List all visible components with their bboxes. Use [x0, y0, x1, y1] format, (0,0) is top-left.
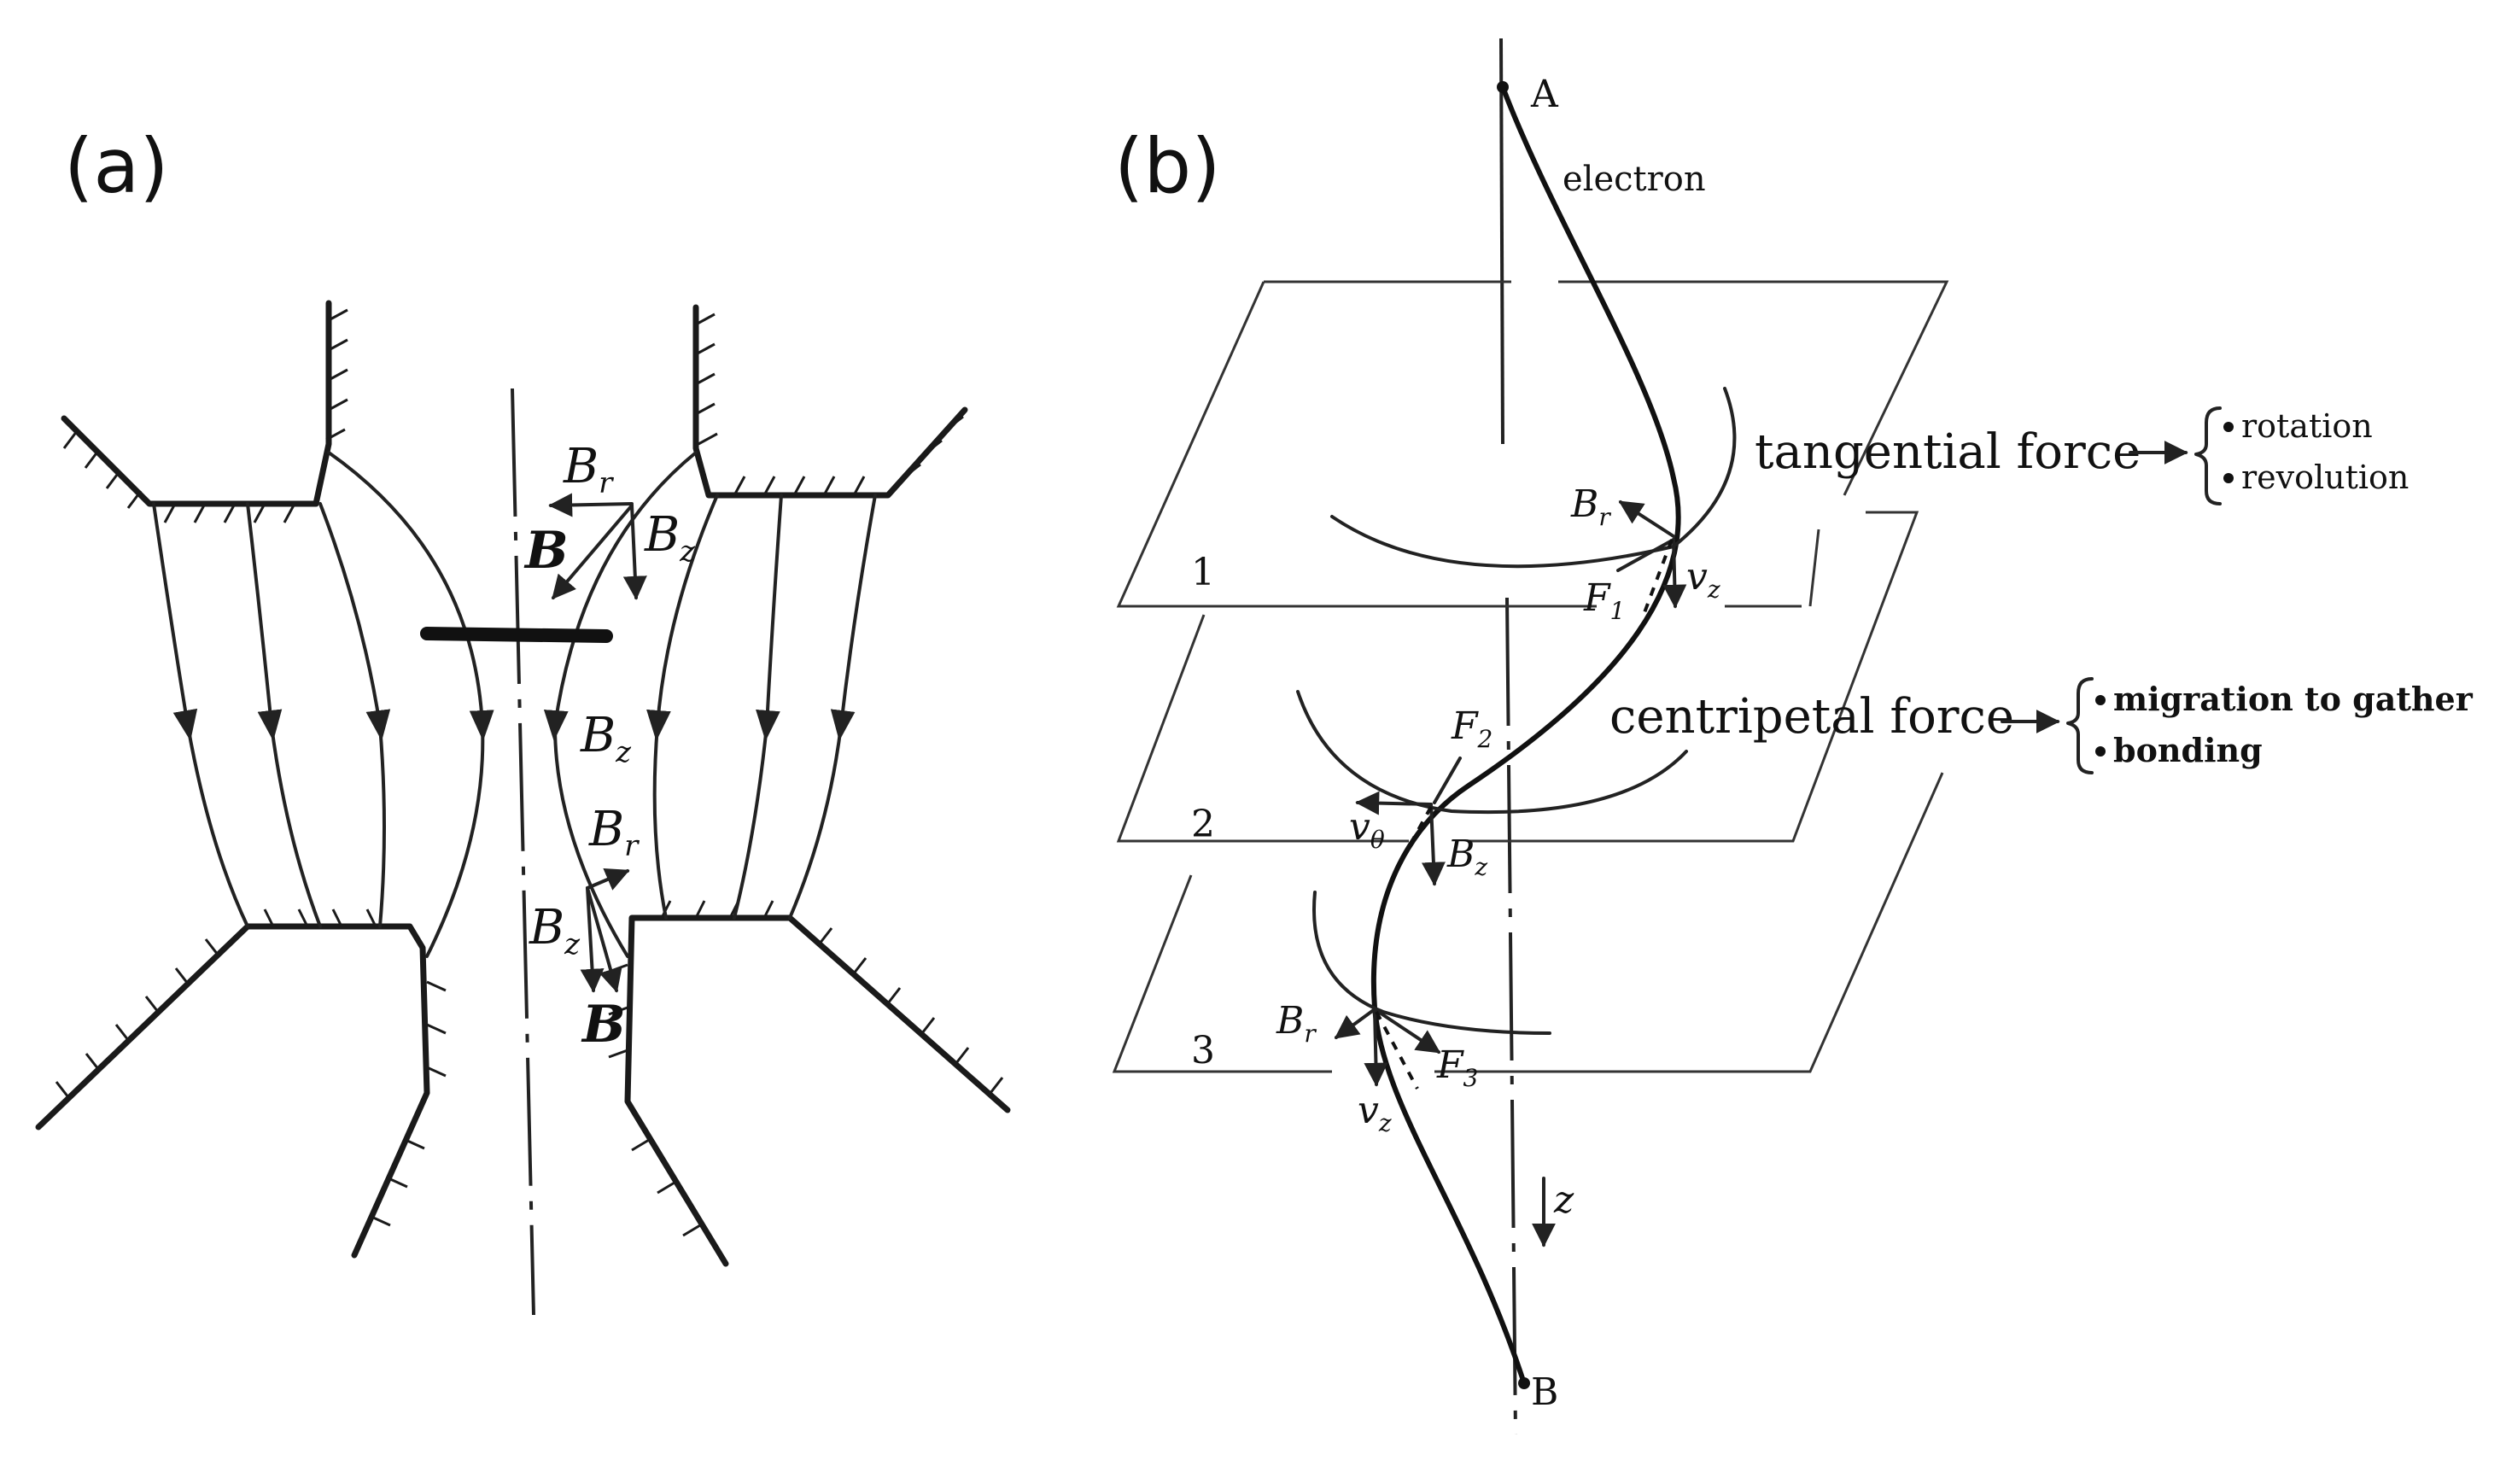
plane-1-f-arrow [1616, 538, 1675, 572]
upper-bz-label: Bz [644, 507, 696, 569]
right-field-lines [543, 451, 877, 958]
upper-vector-triad [548, 493, 647, 600]
plane-1-br-arrow [1618, 500, 1675, 538]
electron-trajectory [1370, 85, 1681, 1386]
plane-2-arc [1296, 690, 1688, 815]
panel-b-label: (b) [1114, 122, 1221, 210]
tangential-bullet-2 [2223, 473, 2234, 483]
panel-a-label: (a) [64, 122, 169, 210]
lower-br-label: Br [588, 802, 640, 863]
plane-1 [1116, 280, 1949, 608]
plane-3-br-arrow [1334, 1008, 1376, 1039]
plane-2-label: 2 [1191, 803, 1215, 846]
panel-b: (b) 1 2 3 A electron B Br vz [1112, 38, 2474, 1435]
plane-1-f-label: F1 [1583, 576, 1625, 625]
tangential-item-rotation: rotation [2241, 407, 2373, 445]
plane-1-vz-arrow [1662, 538, 1687, 609]
plane-3-br-label: Br [1276, 999, 1317, 1048]
plane-1-label: 1 [1191, 551, 1215, 594]
lower-right-pole [624, 914, 1011, 1267]
lower-bz-label: Bz [529, 900, 581, 961]
panel-a: (a) [35, 122, 1011, 1316]
z-label: z [1553, 1178, 1574, 1222]
plane-3-dash [1375, 1011, 1419, 1090]
plane-3-f-arrow [1373, 1008, 1441, 1054]
mid-bz-label: Bz [580, 708, 632, 769]
centripetal-item-migration: migration to gather [2113, 680, 2474, 718]
panel-a-axis [511, 388, 535, 1316]
tangential-bullet-1 [2223, 422, 2234, 432]
plane-2-bz-arrow [1421, 803, 1446, 886]
plane-2 [1116, 511, 1919, 843]
point-b-dot [1518, 1377, 1530, 1389]
centripetal-bullet-1 [2095, 695, 2106, 705]
lower-right-pole-hatch [608, 900, 1004, 1237]
lower-b-label: B [581, 995, 626, 1055]
centripetal-brace [2066, 677, 2094, 774]
plane-2-f-arrow [1433, 757, 1462, 804]
plane-2-f-label: F2 [1451, 704, 1493, 753]
plane-3-arc [1312, 891, 1551, 1035]
plane-2-vtheta-arrow [1355, 791, 1433, 815]
plane-3-f-label: F3 [1436, 1043, 1478, 1092]
upper-left-pole [61, 300, 332, 507]
tangential-force-label: tangential force [1755, 424, 2141, 480]
lower-vector-triad [580, 868, 630, 993]
tangential-item-revolution: revolution [2241, 459, 2409, 496]
plane-3 [1112, 772, 1944, 1073]
tangential-brace [2194, 406, 2222, 505]
centripetal-force-label: centripetal force [1609, 689, 2014, 745]
upper-right-pole-hatch [695, 313, 964, 496]
upper-right-pole [692, 304, 968, 499]
plane-1-arc [1330, 387, 1737, 569]
upper-b-label: B [523, 521, 569, 581]
point-a-label: A [1530, 73, 1559, 116]
plane-3-label: 3 [1191, 1029, 1215, 1072]
point-b-label: B [1531, 1370, 1558, 1414]
left-field-lines [152, 451, 494, 958]
plane-2-vtheta-label: vθ [1349, 805, 1385, 854]
lower-left-pole [35, 923, 430, 1259]
electron-label: electron [1563, 160, 1706, 199]
centripetal-item-bonding: bonding [2113, 731, 2263, 769]
upper-br-label: Br [563, 439, 614, 500]
plane-3-vz-label: vz [1358, 1089, 1392, 1137]
centripetal-bullet-2 [2095, 746, 2106, 757]
plane-3-vz-arrow [1364, 1008, 1388, 1087]
specimen-bar [420, 627, 613, 643]
lower-left-pole-hatch [55, 909, 447, 1227]
plane-1-dash [1642, 539, 1674, 616]
plane-1-br-label: Br [1570, 482, 1611, 531]
panel-b-axis-lower [1505, 597, 1517, 1435]
panel-b-axis-top [1499, 38, 1504, 445]
plane-1-vz-label: vz [1686, 555, 1720, 604]
plane-2-dash [1399, 806, 1433, 863]
plane-2-bz-label: Bz [1446, 833, 1487, 881]
upper-left-pole-hatch [62, 308, 348, 523]
